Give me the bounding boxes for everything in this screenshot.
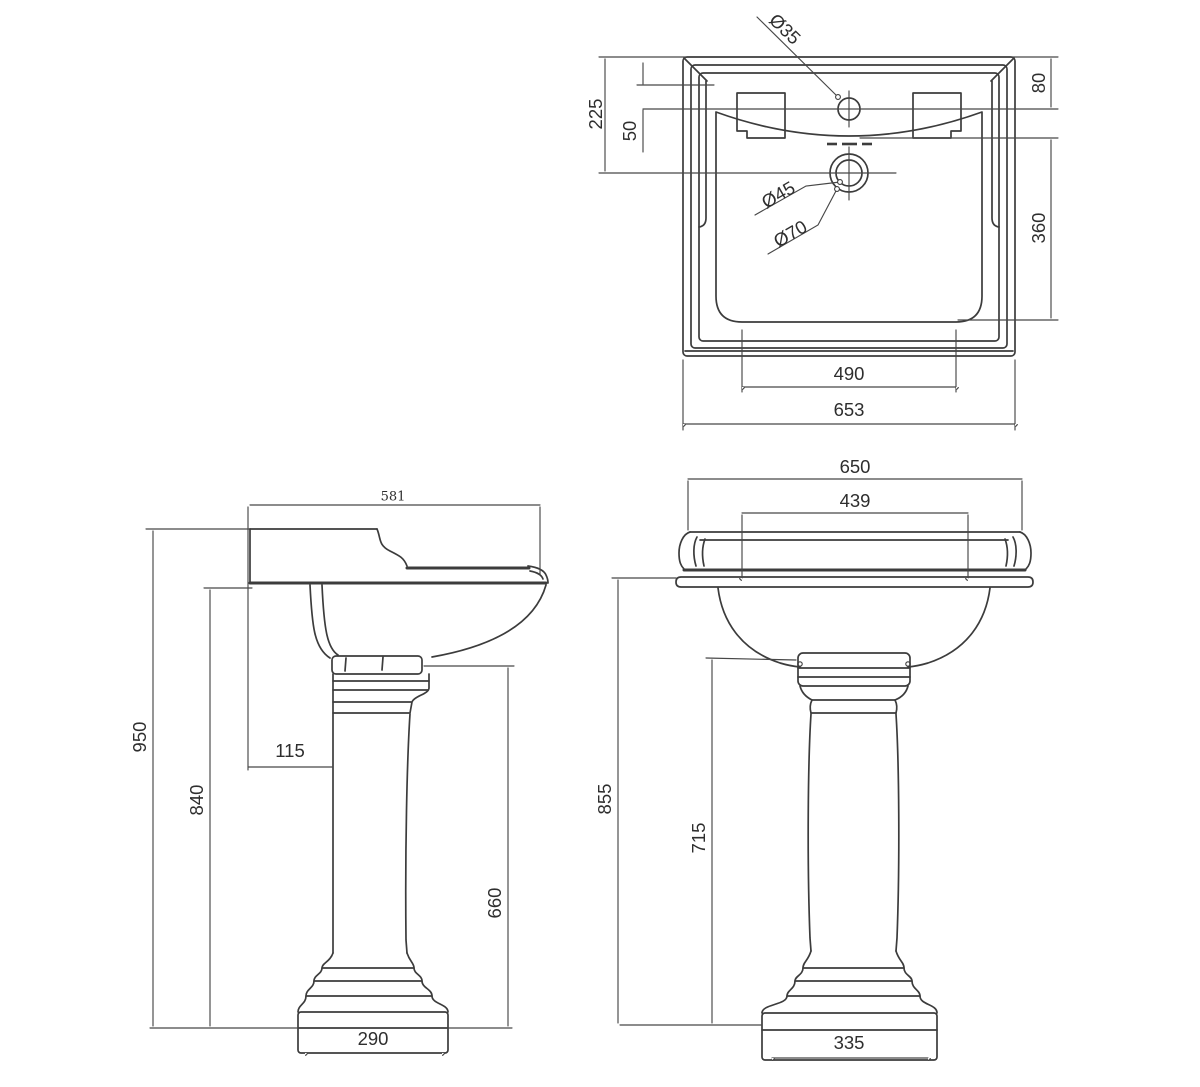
basin-rim-outline [682, 56, 1016, 357]
dim-side-pedestal-height: 660 [484, 667, 508, 1027]
dim-label-715: 715 [688, 823, 709, 854]
side-view: 581 950 840 660 115 290 [129, 490, 549, 1054]
basin-front-profile [675, 531, 1034, 668]
dim-label-dia70: Ø70 [770, 216, 811, 252]
dim-plan-tap-to-bowl: 50 [619, 62, 644, 153]
dim-plan-rim-to-waste: 225 [585, 58, 606, 172]
dim-label-439: 439 [840, 490, 871, 511]
dim-label-840: 840 [186, 785, 207, 816]
tap-platform-right [912, 92, 962, 139]
dim-label-650: 650 [840, 456, 871, 477]
dim-front-bowl-width: 439 [741, 490, 969, 513]
dim-side-base-depth: 290 [304, 1028, 442, 1053]
pedestal-front-profile [761, 652, 938, 1061]
dim-side-overall-height: 950 [129, 530, 153, 1027]
dim-front-underbowl-height: 715 [688, 659, 712, 1024]
dim-plan-bowl-width: 490 [741, 363, 956, 387]
dim-plan-rim-to-tap: 80 [1028, 58, 1051, 108]
dim-plan-bowl-depth: 360 [1028, 139, 1051, 319]
dim-label-660: 660 [484, 888, 505, 919]
leader-tap-hole-dia: Ø35 [756, 9, 841, 100]
dim-label-dia45: Ø45 [758, 177, 799, 213]
dim-front-base-width: 335 [771, 1032, 928, 1058]
dim-label-115: 115 [275, 740, 305, 761]
dim-plan-overall-width: 653 [682, 399, 1015, 424]
dim-label-855: 855 [594, 784, 615, 815]
dim-side-back-clearance: 115 [247, 740, 334, 767]
dim-label-581: 581 [381, 490, 406, 505]
dim-side-overall-depth: 581 [249, 490, 541, 506]
bowl-outline [715, 111, 983, 323]
dim-side-underside-height: 840 [186, 589, 210, 1027]
dim-label-225: 225 [585, 99, 606, 130]
dim-label-335: 335 [834, 1032, 865, 1053]
leader-waste-dia: Ø45 [754, 177, 843, 216]
dim-label-80: 80 [1028, 73, 1049, 94]
pedestal-side-profile [297, 655, 449, 1054]
basin-side-profile [145, 528, 549, 659]
dim-label-653: 653 [834, 399, 865, 420]
dim-label-950: 950 [129, 722, 150, 753]
dim-label-50: 50 [619, 121, 640, 142]
dim-front-rim-height: 855 [594, 579, 618, 1024]
plan-view: 225 50 80 360 490 653 [585, 9, 1059, 431]
tap-platform-left [736, 92, 786, 139]
dim-label-dia35: Ø35 [765, 9, 805, 48]
plan-extension-lines [598, 56, 1059, 431]
dim-label-490: 490 [834, 363, 865, 384]
dim-label-360: 360 [1028, 213, 1049, 244]
side-extension-lines [149, 506, 541, 1029]
dim-label-290: 290 [358, 1028, 389, 1049]
front-view: 650 439 855 715 335 [594, 456, 1034, 1061]
dim-front-overall-width: 650 [687, 456, 1023, 479]
front-extension-lines [611, 480, 1023, 1026]
